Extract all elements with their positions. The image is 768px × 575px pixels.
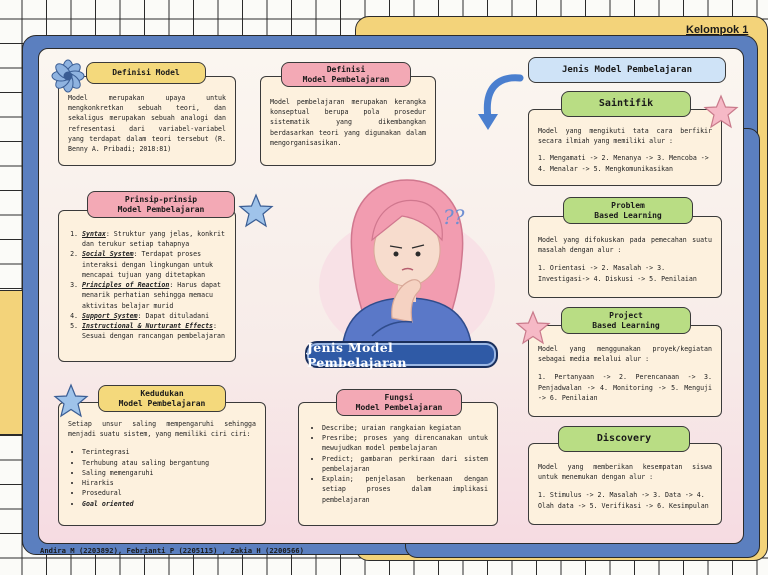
list-item: Hirarkis: [82, 478, 256, 488]
kedudukan-list: Terintegrasi Terhubung atau saling berga…: [68, 447, 256, 508]
discovery-title: Discovery: [558, 426, 690, 452]
project-desc: Model yang menggunakan proyek/kegiatan s…: [538, 345, 712, 364]
star-icon: [238, 193, 274, 228]
author-credits: Andira M (2203892), Febrianti P (2205115…: [40, 546, 304, 555]
list-item: Presribe; proses yang direncanakan untuk…: [322, 433, 488, 453]
definisi-model-text: Model merupakan upaya untuk mengkonkretk…: [68, 94, 226, 154]
list-item: Saling memengaruhi: [82, 468, 256, 478]
prinsip-title: Prinsip-prinsip Model Pembelajaran: [87, 191, 235, 218]
list-item: Terhubung atau saling bergantung: [82, 458, 256, 468]
project-flow: 1. Pertanyaan -> 2. Perencanaan -> 3. Pe…: [538, 373, 712, 402]
definisi-pembelajaran-box: Model pembelajaran merupakan kerangka ko…: [260, 76, 436, 166]
discovery-desc: Model yang memberikan kesempatan siswa u…: [538, 463, 712, 482]
star-icon: [703, 94, 739, 129]
list-item: Social System: Terdapat proses interaksi…: [82, 249, 226, 280]
list-item: Describe; uraian rangkaian kegiatan: [322, 423, 488, 433]
problem-desc: Model yang difokuskan pada pemecahan sua…: [538, 236, 712, 255]
problem-flow: 1. Orientasi -> 2. Masalah -> 3. Investi…: [538, 264, 697, 283]
list-item: Syntax: Struktur yang jelas, konkrit dan…: [82, 229, 226, 249]
curved-arrow-icon: [478, 74, 524, 130]
saintifik-desc: Model yang mengikuti tata cara berfikir …: [538, 127, 712, 146]
saintifik-flow: 1. Mengamati -> 2. Menanya -> 3. Mencoba…: [538, 154, 709, 173]
list-item: Goal oriented: [82, 499, 256, 509]
fungsi-title: Fungsi Model Pembelajaran: [336, 389, 462, 416]
fungsi-list: Describe; uraian rangkaian kegiatan Pres…: [308, 423, 488, 505]
list-item: Terintegrasi: [82, 447, 256, 457]
definisi-pembelajaran-text: Model pembelajaran merupakan kerangka ko…: [270, 98, 426, 147]
kedudukan-title: Kedudukan Model Pembelajaran: [98, 385, 226, 412]
list-item: Explain; penjelasan berkenaan dengan set…: [322, 474, 488, 505]
central-title: Jenis Model Pembelajaran: [305, 340, 498, 370]
problem-title: Problem Based Learning: [563, 197, 693, 224]
list-item: Predict; gambaran perkiraan dari sistem …: [322, 454, 488, 474]
kedudukan-intro: Setiap unsur saling mempengaruhi sehingg…: [68, 420, 256, 439]
discovery-flow: 1. Stimulus -> 2. Masalah -> 3. Data -> …: [538, 491, 709, 510]
definisi-pembelajaran-title: Definisi Model Pembelajaran: [281, 62, 411, 87]
discovery-box: Model yang memberikan kesempatan siswa u…: [528, 443, 722, 525]
fungsi-box: Describe; uraian rangkaian kegiatan Pres…: [298, 402, 498, 526]
prinsip-box: Syntax: Struktur yang jelas, konkrit dan…: [58, 210, 236, 362]
star-icon: [515, 310, 551, 345]
project-title: Project Based Learning: [561, 307, 691, 334]
group-label: Kelompok 1: [686, 24, 749, 36]
saintifik-title: Saintifik: [561, 91, 691, 117]
list-item: Instructional & Nurturant Effects: Sesua…: [82, 321, 226, 341]
star-icon: [53, 383, 89, 418]
list-item: Principles of Reaction: Harus dapat mena…: [82, 280, 226, 311]
list-item: Support System: Dapat dituladani: [82, 311, 226, 321]
flower-icon: [51, 59, 85, 93]
right-header: Jenis Model Pembelajaran: [528, 57, 726, 83]
list-item: Prosedural: [82, 488, 256, 498]
problem-box: Model yang difokuskan pada pemecahan sua…: [528, 216, 722, 298]
kedudukan-box: Setiap unsur saling mempengaruhi sehingg…: [58, 402, 266, 526]
project-box: Model yang menggunakan proyek/kegiatan s…: [528, 325, 722, 417]
definisi-model-title: Definisi Model: [86, 62, 206, 84]
question-marks: ??: [443, 205, 465, 229]
prinsip-list: Syntax: Struktur yang jelas, konkrit dan…: [68, 229, 226, 341]
saintifik-box: Model yang mengikuti tata cara berfikir …: [528, 109, 722, 186]
thinking-girl-illustration: [319, 179, 495, 352]
